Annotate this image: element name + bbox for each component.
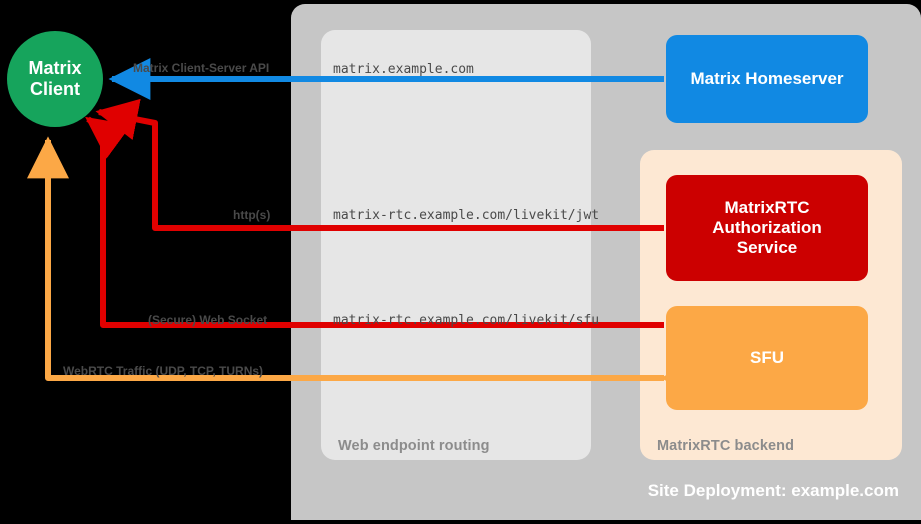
node-sfu[interactable]: SFU <box>666 306 868 410</box>
node-sfu-label: SFU <box>750 347 784 367</box>
edge-label-https: http(s) <box>233 208 271 222</box>
endpoint-livekit-sfu: matrix-rtc.example.com/livekit/sfu <box>333 313 600 328</box>
node-matrixrtc-authorization-service[interactable]: MatrixRTC Authorization Service <box>666 175 868 281</box>
node-matrix-homeserver[interactable]: Matrix Homeserver <box>666 35 868 123</box>
node-matrix-client[interactable]: Matrix Client <box>7 31 103 127</box>
node-matrix-client-label: Matrix Client <box>28 57 82 99</box>
edge-webrtc <box>26 136 703 399</box>
caption-web-endpoint-routing: Web endpoint routing <box>338 438 490 454</box>
caption-site-deployment: Site Deployment: example.com <box>647 481 899 500</box>
edge-label-websocket: (Secure) Web Socket <box>148 313 268 327</box>
edge-label-webrtc: WebRTC Traffic (UDP, TCP, TURNs) <box>63 364 264 378</box>
endpoint-matrix-example-com: matrix.example.com <box>333 62 474 77</box>
node-matrix-homeserver-label: Matrix Homeserver <box>690 68 844 88</box>
node-matrixrtc-authorization-service-label: MatrixRTC Authorization Service <box>712 197 822 258</box>
endpoint-livekit-jwt: matrix-rtc.example.com/livekit/jwt <box>333 208 600 223</box>
caption-matrixrtc-backend: MatrixRTC backend <box>657 438 795 454</box>
edge-label-matrix-client-server-api: Matrix Client-Server API <box>133 61 270 75</box>
